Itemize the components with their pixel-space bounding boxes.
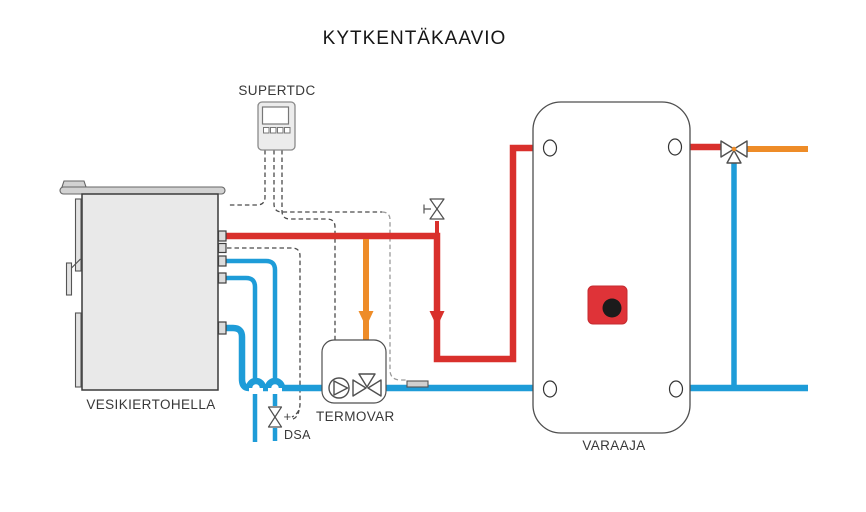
cold-pipes	[223, 162, 808, 442]
hot-supply-pipe	[223, 144, 544, 363]
return-sensor-pocket	[406, 380, 429, 388]
safety-valve-label: DSA	[284, 428, 311, 442]
return-pipe-elbow	[223, 324, 250, 392]
controller-label: SUPERTDC	[238, 83, 316, 98]
wire-return-sensor-drop	[381, 211, 406, 381]
controller-screen	[261, 106, 290, 125]
stove-stub-sensor	[217, 242, 227, 254]
return-pipe-hop-1	[245, 377, 267, 389]
stove-stub-return-in	[217, 321, 227, 335]
stove-label: VESIKIERTOHELLA	[86, 397, 216, 412]
diagram-title: KYTKENTÄKAAVIO	[322, 28, 507, 49]
drain-pipe	[223, 275, 258, 442]
stove-top-lip	[61, 180, 87, 188]
tank-port-bottom-left	[542, 380, 558, 398]
control-wires	[227, 150, 406, 418]
controller-button-1	[263, 127, 270, 134]
tank-port-top-right	[667, 138, 683, 156]
heater-indicator-dot	[602, 298, 622, 318]
wire-controller-to-return-sensor-upper	[273, 150, 382, 213]
controller-button-4	[284, 127, 291, 134]
stove-stub-dsa-out	[217, 272, 227, 284]
stove-door-handle	[65, 262, 73, 296]
storage-tank	[532, 101, 691, 434]
controller-button-3	[277, 127, 284, 134]
dsa-valve-icon	[267, 406, 300, 428]
pump-rotor-icon	[333, 380, 349, 396]
tank-label: VARAAJA	[582, 438, 646, 453]
stove-door-edge-lower	[74, 312, 82, 388]
stove	[59, 180, 227, 391]
three-way-valve-icon	[352, 373, 382, 397]
wire-controller-to-stove-sensor	[227, 150, 266, 206]
tank-port-bottom-right	[668, 380, 684, 398]
wire-controller-to-pump	[281, 150, 336, 377]
dsa-feed-pipe-upper	[223, 258, 278, 406]
sensor-plus-label: +	[283, 409, 292, 424]
termovar-unit	[321, 339, 387, 404]
stove-handle-link	[71, 258, 81, 269]
stove-top-plate	[59, 186, 226, 195]
stove-body	[81, 193, 219, 391]
tank-port-top-left	[542, 139, 558, 157]
controller-device	[257, 101, 296, 151]
mixing-unit-label: TERMOVAR	[316, 409, 395, 424]
vent-valve-icon	[423, 198, 445, 220]
stove-stub-hot-out	[217, 230, 227, 242]
dsa-capillary-tip	[292, 409, 300, 420]
controller-button-2	[270, 127, 277, 134]
stove-door-edge-upper	[74, 198, 82, 272]
wire-stove-to-dsa-sensor	[227, 247, 301, 418]
flow-arrow-hot	[429, 311, 445, 327]
flow-arrow-bypass	[358, 311, 374, 327]
mixing-valve-icon	[720, 140, 748, 164]
stove-stub-dsa-in	[217, 255, 227, 267]
tank-body	[532, 101, 691, 434]
return-pipe-hop-2	[264, 377, 286, 389]
